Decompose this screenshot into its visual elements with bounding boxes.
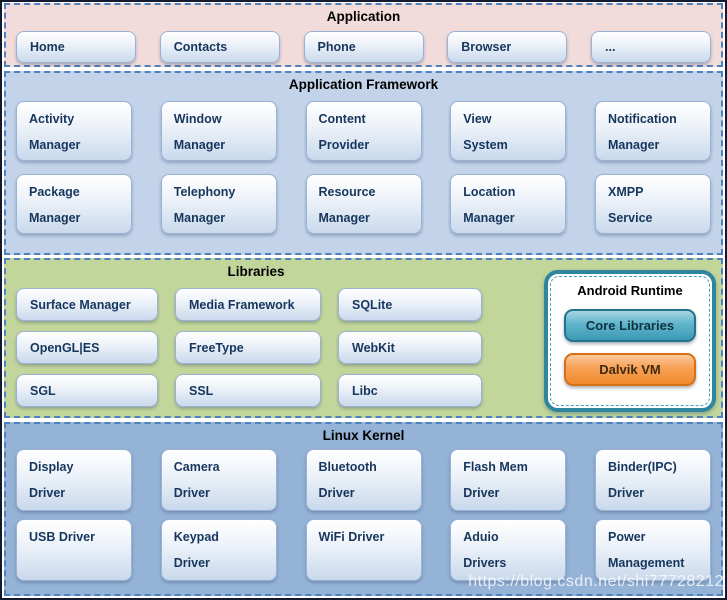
section-application-framework: Application Framework Activity Manager W… [4, 71, 723, 255]
block-dalvik-vm: Dalvik VM [564, 353, 696, 386]
block-home: Home [16, 31, 136, 63]
section-linux-kernel: Linux Kernel Display Driver Camera Drive… [4, 422, 723, 596]
block-location-manager: Location Manager [450, 174, 567, 234]
application-button-row: Home Contacts Phone Browser ... [6, 31, 721, 63]
block-xmpp-service: XMPP Service [595, 174, 711, 234]
kernel-title: Linux Kernel [322, 428, 405, 443]
block-notification-manager: Notification Manager [595, 101, 711, 161]
libraries-row-1: Surface Manager Media Framework SQLite [6, 288, 721, 321]
block-binder-ipc-driver: Binder(IPC) Driver [595, 449, 711, 511]
block-webkit: WebKit [338, 331, 482, 364]
block-sgl: SGL [16, 374, 158, 407]
block-opengl-es: OpenGL|ES [16, 331, 158, 364]
section-libraries: Libraries Surface Manager Media Framewor… [4, 258, 723, 418]
block-freetype: FreeType [175, 331, 321, 364]
section-application: Application Home Contacts Phone Browser … [4, 3, 723, 67]
block-flash-mem-driver: Flash Mem Driver [450, 449, 567, 511]
block-window-manager: Window Manager [160, 101, 277, 161]
android-runtime-title: Android Runtime [577, 283, 683, 298]
block-surface-manager: Surface Manager [16, 288, 158, 321]
block-telephony-manager: Telephony Manager [160, 174, 277, 234]
block-audio-drivers: Aduio Drivers [450, 519, 567, 581]
block-ellipsis: ... [591, 31, 711, 63]
block-ssl: SSL [175, 374, 321, 407]
block-keypad-driver: Keypad Driver [160, 519, 277, 581]
block-view-system: View System [450, 101, 567, 161]
application-title: Application [326, 9, 401, 24]
block-resource-manager: Resource Manager [305, 174, 422, 234]
framework-row-2: Package Manager Telephony Manager Resour… [6, 174, 721, 234]
block-wifi-driver: WiFi Driver [305, 519, 422, 581]
framework-row-1: Activity Manager Window Manager Content … [6, 101, 721, 161]
block-usb-driver: USB Driver [16, 519, 132, 581]
libraries-row-2: OpenGL|ES FreeType WebKit [6, 331, 721, 364]
block-phone: Phone [303, 31, 424, 63]
android-runtime-panel: Android Runtime Core Libraries Dalvik VM [544, 270, 716, 412]
block-display-driver: Display Driver [16, 449, 132, 511]
libraries-title: Libraries [227, 264, 285, 279]
block-content-provider: Content Provider [305, 101, 422, 161]
framework-title: Application Framework [288, 77, 439, 92]
kernel-row-2: USB Driver Keypad Driver WiFi Driver Adu… [6, 519, 721, 581]
block-sqlite: SQLite [338, 288, 482, 321]
libraries-row-3: SGL SSL Libc [6, 374, 721, 407]
block-camera-driver: Camera Driver [160, 449, 277, 511]
kernel-row-1: Display Driver Camera Driver Bluetooth D… [6, 449, 721, 511]
block-browser: Browser [447, 31, 568, 63]
block-package-manager: Package Manager [16, 174, 132, 234]
block-activity-manager: Activity Manager [16, 101, 132, 161]
block-contacts: Contacts [159, 31, 280, 63]
block-libc: Libc [338, 374, 482, 407]
block-power-management: Power Management [595, 519, 711, 581]
block-media-framework: Media Framework [175, 288, 321, 321]
block-core-libraries: Core Libraries [564, 309, 696, 342]
block-bluetooth-driver: Bluetooth Driver [305, 449, 422, 511]
